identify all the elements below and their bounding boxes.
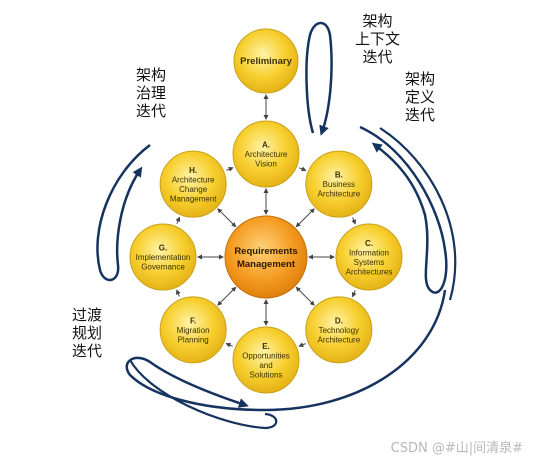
ring-connector-e-f: [225, 342, 233, 348]
ring-connector-f-g: [175, 289, 181, 297]
phase-h-letter: H.: [189, 166, 197, 175]
phase-b-title-line: Business: [323, 180, 355, 189]
phase-d-title-line: Technology: [319, 326, 359, 335]
phase-c-title-line: Information: [349, 248, 389, 257]
phase-d-letter: D.: [335, 316, 343, 325]
phase-a-title-line: Vision: [255, 160, 277, 169]
phase-ring: A.ArchitectureVisionB.BusinessArchitectu…: [129, 120, 403, 394]
phase-c-letter: C.: [365, 239, 373, 248]
ring-connector-g-h: [175, 216, 181, 224]
ring-connector-c-d: [351, 290, 357, 298]
phase-c-title-line: Architectures: [346, 267, 393, 276]
phase-d-circle: [305, 296, 373, 364]
phase-b-circle: [305, 150, 373, 218]
phase-g-circle: [129, 223, 197, 291]
phase-f-title-line: Planning: [178, 335, 209, 344]
phase-connectors: [175, 94, 357, 348]
phase-e-title-line: Solutions: [250, 370, 283, 379]
preliminary-node[interactable]: Preliminary: [233, 28, 299, 94]
phase-b-title-line: Architecture: [317, 190, 360, 199]
phase-f-title-line: Migration: [177, 326, 210, 335]
definition-iteration-outer: [379, 127, 457, 301]
phase-h-title-line: Change: [179, 185, 208, 194]
spoke-connector-h: [217, 208, 237, 228]
phase-h-circle: [159, 150, 227, 218]
phase-f-circle: [159, 296, 227, 364]
ring-connector-d-e: [298, 342, 306, 348]
phase-g-letter: G.: [159, 244, 167, 253]
context-iteration-arc: [305, 21, 333, 136]
definition-iteration-arc: [359, 125, 448, 294]
phase-e-letter: E.: [262, 342, 270, 351]
phase-b-letter: B.: [335, 171, 343, 180]
ring-connector-a-b: [299, 166, 307, 172]
phase-h-title-line: Management: [170, 194, 217, 203]
spoke-connector-d: [295, 286, 315, 306]
phase-g-title-line: Implementation: [136, 253, 191, 262]
spoke-connector-b: [295, 208, 315, 228]
ring-connector-b-c: [351, 217, 357, 225]
phase-g-title-line: Governance: [141, 263, 185, 272]
phase-e-title-line: and: [259, 361, 272, 370]
phase-a-circle: [232, 120, 300, 188]
center-label-line-1: Requirements: [234, 246, 297, 257]
spoke-connector-f: [217, 286, 237, 306]
phase-h-title-line: Architecture: [172, 175, 215, 184]
phase-a-letter: A.: [262, 141, 270, 150]
center-label-line-2: Management: [237, 259, 296, 270]
phase-c-circle: [335, 223, 403, 291]
governance-iteration-label: 架构 治理 迭代: [136, 66, 167, 120]
governance-iteration-arc: [96, 144, 151, 282]
preliminary-label: Preliminary: [240, 56, 292, 67]
ring-connector-h-a: [226, 166, 234, 172]
definition-iteration-label: 架构 定义 迭代: [405, 70, 436, 124]
phase-c-title-line: Systems: [354, 258, 385, 267]
transition-iteration-tail: [129, 359, 278, 430]
phase-f-letter: F.: [190, 316, 196, 325]
requirements-management-node[interactable]: Requirements Management: [224, 215, 308, 299]
transition-iteration-label: 过渡 规划 迭代: [72, 306, 103, 360]
phase-d-title-line: Architecture: [317, 335, 360, 344]
phase-e-title-line: Opportunities: [242, 351, 290, 360]
phase-a-title-line: Architecture: [245, 150, 288, 159]
phase-e-circle: [232, 326, 300, 394]
context-iteration-label: 架构 上下文 迭代: [355, 12, 401, 66]
csdn-watermark: CSDN @#山|间清泉#: [390, 441, 523, 456]
transition-iteration-arc: [125, 289, 447, 412]
